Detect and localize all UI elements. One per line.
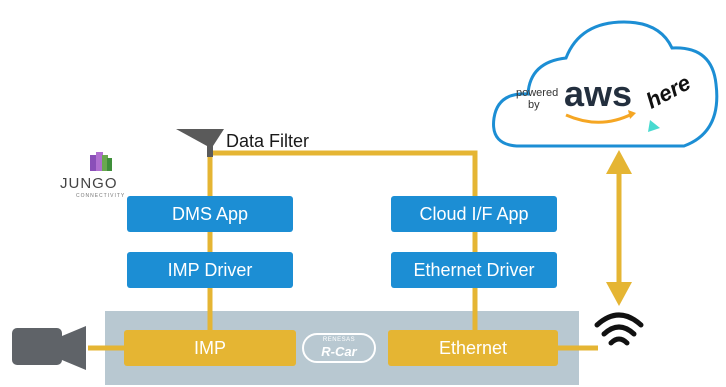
imp-box: IMP [124, 330, 296, 366]
rcar-name: R-Car [321, 344, 357, 359]
funnel-icon [176, 129, 224, 157]
cloud-if-app-box: Cloud I/F App [391, 196, 557, 232]
connector-lines [88, 150, 622, 351]
arrow-down-icon [606, 282, 632, 306]
jungo-name: JUNGO [60, 175, 118, 192]
arrow-up-icon [606, 150, 632, 174]
camera-icon [12, 326, 86, 370]
ethernet-box: Ethernet [388, 330, 558, 366]
powered-text: powered [516, 87, 559, 99]
dms-app-box: DMS App [127, 196, 293, 232]
wireless-icon [594, 312, 644, 346]
data-filter-path [207, 150, 478, 196]
jungo-logo [90, 152, 112, 171]
cloud-shape [492, 20, 719, 148]
data-filter-label: Data Filter [226, 131, 310, 151]
imp-driver-box: IMP Driver [127, 252, 293, 288]
rcar-vendor: RENESAS [322, 337, 356, 343]
here-accent-icon [648, 120, 660, 132]
by-text: by [528, 99, 540, 111]
amazon-smile-icon [565, 112, 633, 124]
ethernet-driver-box: Ethernet Driver [391, 252, 557, 288]
jungo-tagline: CONNECTIVITY [76, 193, 126, 199]
amazon-arrow-icon [628, 110, 636, 119]
aws-logo-text: aws [564, 73, 633, 114]
rcar-logo: RENESAS R-Car [302, 333, 376, 363]
